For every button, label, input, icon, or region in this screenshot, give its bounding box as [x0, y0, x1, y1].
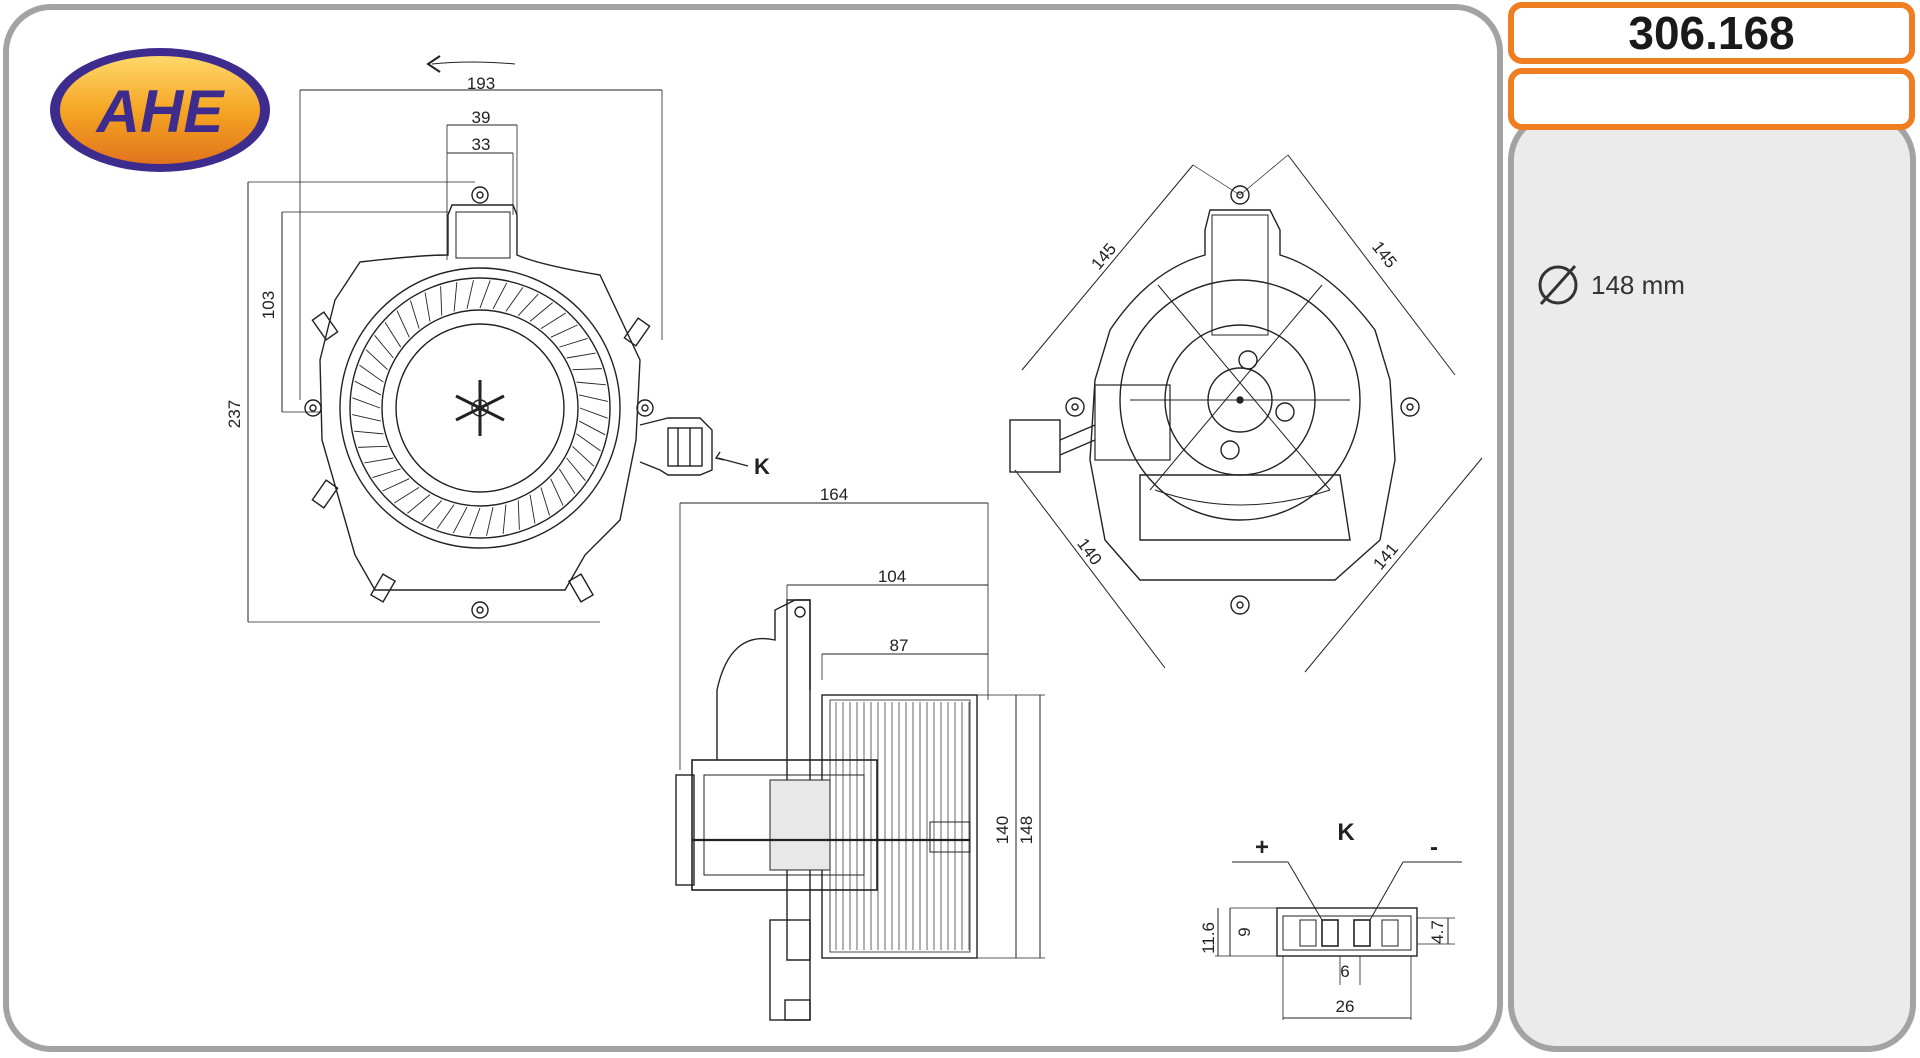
blower-blade [529, 494, 536, 524]
logo-text: AHE [95, 78, 226, 145]
blower-blade [579, 394, 608, 402]
blower-blade [358, 445, 388, 448]
blower-blade [529, 302, 553, 322]
dim-237: 237 [225, 400, 244, 428]
connector-detail [1215, 861, 1462, 1020]
blower-blade [424, 292, 431, 322]
blower-blade [540, 487, 550, 516]
dim-193: 193 [467, 74, 495, 93]
dim-39: 39 [472, 108, 491, 127]
dim-148-side: 148 [1017, 816, 1036, 844]
dim-33: 33 [472, 135, 491, 154]
connector-detail-labels: K + - 11.6 9 4.7 6 26 [1199, 819, 1447, 1016]
dim-104: 104 [878, 567, 906, 586]
blower-blade [359, 364, 384, 383]
blower-blade [421, 500, 443, 523]
blower-blade [469, 507, 481, 536]
blower-blade [364, 457, 394, 464]
dim-6: 6 [1340, 962, 1349, 981]
top-view [247, 55, 749, 623]
blower-blade [576, 381, 606, 386]
diameter-icon [1538, 264, 1578, 306]
blower-blade [578, 420, 606, 436]
connector-minus: - [1430, 834, 1438, 861]
connector-detail-k: K [1337, 819, 1355, 846]
blower-blade [558, 468, 576, 495]
blower-blade [517, 293, 539, 316]
blower-blade [354, 380, 382, 396]
blower-blade [396, 310, 410, 338]
blower-blade [407, 494, 431, 514]
blower-blade [572, 368, 602, 371]
blower-blade [540, 312, 567, 330]
connector-k-label: K [754, 454, 770, 479]
blower-blade [579, 407, 608, 419]
dim-26: 26 [1336, 997, 1355, 1016]
blower-blade [393, 486, 420, 504]
diameter-value: 148 mm [1591, 269, 1685, 300]
side-view-dimensions: 164 104 87 140 148 [820, 485, 1036, 844]
blower-blade [452, 506, 468, 534]
dim-87: 87 [890, 636, 909, 655]
dim-164: 164 [820, 485, 848, 504]
blower-blade [382, 478, 410, 492]
blower-blade [374, 335, 394, 359]
technical-drawing: AHE [50, 48, 1483, 1021]
blower-blade [453, 282, 458, 312]
part-code: 306.168 [1508, 2, 1915, 64]
blower-blade [365, 349, 388, 371]
dim-9: 9 [1235, 927, 1254, 936]
rear-view-dimensions: 145 145 140 141 [1073, 238, 1402, 574]
blower-blade [505, 287, 524, 312]
blower-blade [440, 286, 443, 316]
top-view-dimensions: 193 39 33 103 237 K [225, 74, 770, 479]
drawing-frame [3, 4, 1503, 1052]
blower-blade [559, 338, 588, 348]
blower-blade [354, 430, 384, 435]
dim-11-6: 11.6 [1199, 922, 1218, 954]
blower-blade [550, 324, 578, 338]
part-subtitle-box [1508, 68, 1915, 130]
rear-view [1009, 154, 1483, 673]
blower-blade [352, 414, 381, 422]
blower-blade [372, 468, 401, 478]
dim-103: 103 [259, 291, 278, 319]
blower-blade [479, 280, 491, 309]
side-view [675, 502, 1045, 1021]
diameter-spec: 148 mm [1535, 262, 1685, 308]
blower-blade [384, 321, 402, 348]
blower-blade [436, 504, 455, 529]
connector-plus: + [1255, 834, 1269, 861]
blower-blade [566, 457, 586, 481]
blower-blade [486, 507, 494, 536]
ahe-logo: AHE [50, 48, 270, 172]
blower-blade [492, 282, 508, 310]
blower-blade [566, 352, 596, 359]
spec-panel [1508, 112, 1916, 1052]
blower-blade [410, 300, 420, 329]
dim-4-7: 4.7 [1428, 920, 1447, 944]
blower-blade [550, 478, 564, 506]
blower-blade [352, 397, 381, 409]
dim-140-rear: 140 [1073, 535, 1105, 569]
blower-blade [572, 445, 595, 467]
dim-145-left: 145 [1087, 239, 1120, 273]
blower-blade [502, 504, 507, 534]
blower-blade [576, 433, 601, 452]
blower-blade [517, 500, 520, 530]
blower-blade [466, 280, 474, 309]
dim-140-side: 140 [993, 816, 1012, 844]
